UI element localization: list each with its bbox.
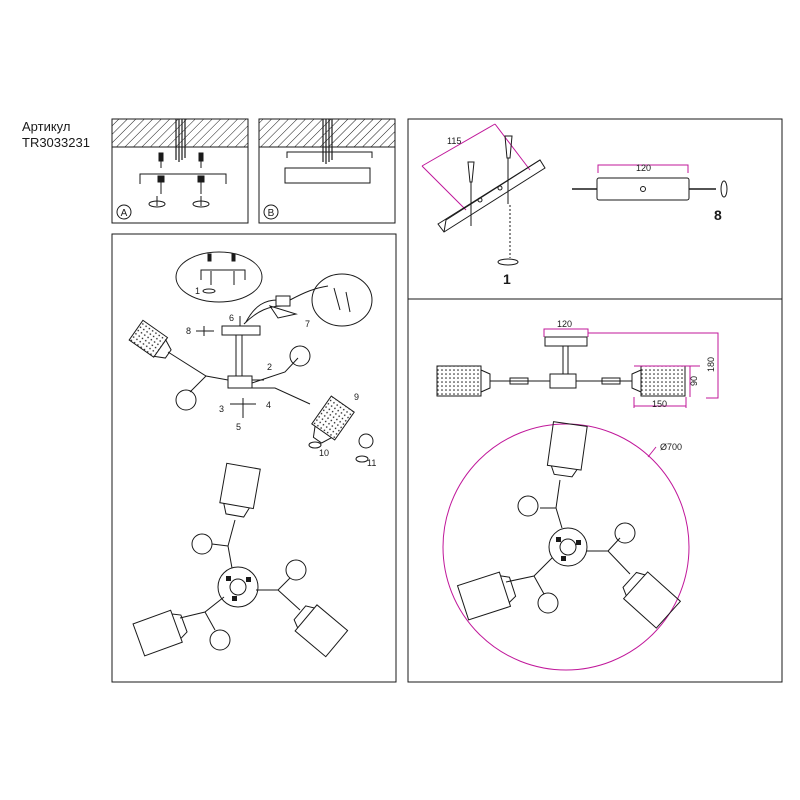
wall-plug-icon — [467, 135, 513, 226]
callout-10: 10 — [319, 448, 329, 458]
bulb-icon — [358, 433, 374, 449]
shade-upper-left — [128, 319, 172, 359]
fixture-plan-view — [456, 421, 682, 629]
rotate-arrow-icon — [148, 196, 210, 208]
step-1-label: 1 — [503, 271, 511, 287]
article-label: Артикул — [22, 119, 70, 134]
shade-length-label: 150 — [652, 399, 667, 409]
assembly-panel: 1 7 6 8 2 — [111, 233, 397, 683]
canopy-plate — [284, 167, 371, 184]
callout-4: 4 — [266, 400, 271, 410]
diameter-circle — [442, 423, 690, 671]
dimensions-panel: 120 180 90 150 Ø700 — [407, 298, 783, 683]
detail-bubble — [175, 251, 263, 303]
plate-width-label: 120 — [636, 163, 651, 173]
step-8-label: 8 — [714, 207, 722, 223]
rotate-arrow-icon — [497, 258, 519, 266]
bracket-width-label: 115 — [447, 136, 461, 146]
callout-7: 7 — [305, 319, 310, 329]
callout-9: 9 — [354, 392, 359, 402]
wiring-detail-bubble — [311, 273, 373, 327]
hub-box — [227, 375, 253, 389]
callout-5: 5 — [236, 422, 241, 432]
dim-line-120 — [597, 164, 689, 173]
callout-6: 6 — [229, 313, 234, 323]
canopy-plate-side — [596, 177, 690, 201]
anchor-screw-icon — [157, 175, 205, 194]
panel-b: B — [258, 118, 396, 224]
shade-diameter-label: 90 — [689, 376, 699, 386]
article-code: TR3033231 — [22, 135, 90, 150]
screw-icon — [158, 152, 204, 168]
shade-lower-right — [311, 395, 355, 444]
total-height-label: 180 — [706, 357, 716, 372]
mounting-panel: 115 1 120 8 — [407, 118, 783, 300]
panel-a-badge: A — [121, 208, 128, 219]
callout-1: 1 — [195, 286, 200, 296]
callout-11: 11 — [367, 458, 376, 468]
overall-diameter-label: Ø700 — [660, 442, 682, 452]
callout-8: 8 — [186, 326, 191, 336]
callout-3: 3 — [219, 404, 224, 414]
dim-line-115 — [421, 123, 496, 167]
fixture-top-view — [132, 462, 349, 658]
mounting-bar — [221, 325, 261, 336]
panel-a: A — [111, 118, 249, 224]
bracket-icon — [437, 159, 546, 233]
canopy-side — [544, 336, 588, 347]
callout-2: 2 — [267, 362, 272, 372]
canopy-width-label: 120 — [557, 319, 572, 329]
wire-bundle-a — [175, 119, 186, 162]
panel-b-badge: B — [268, 208, 275, 219]
